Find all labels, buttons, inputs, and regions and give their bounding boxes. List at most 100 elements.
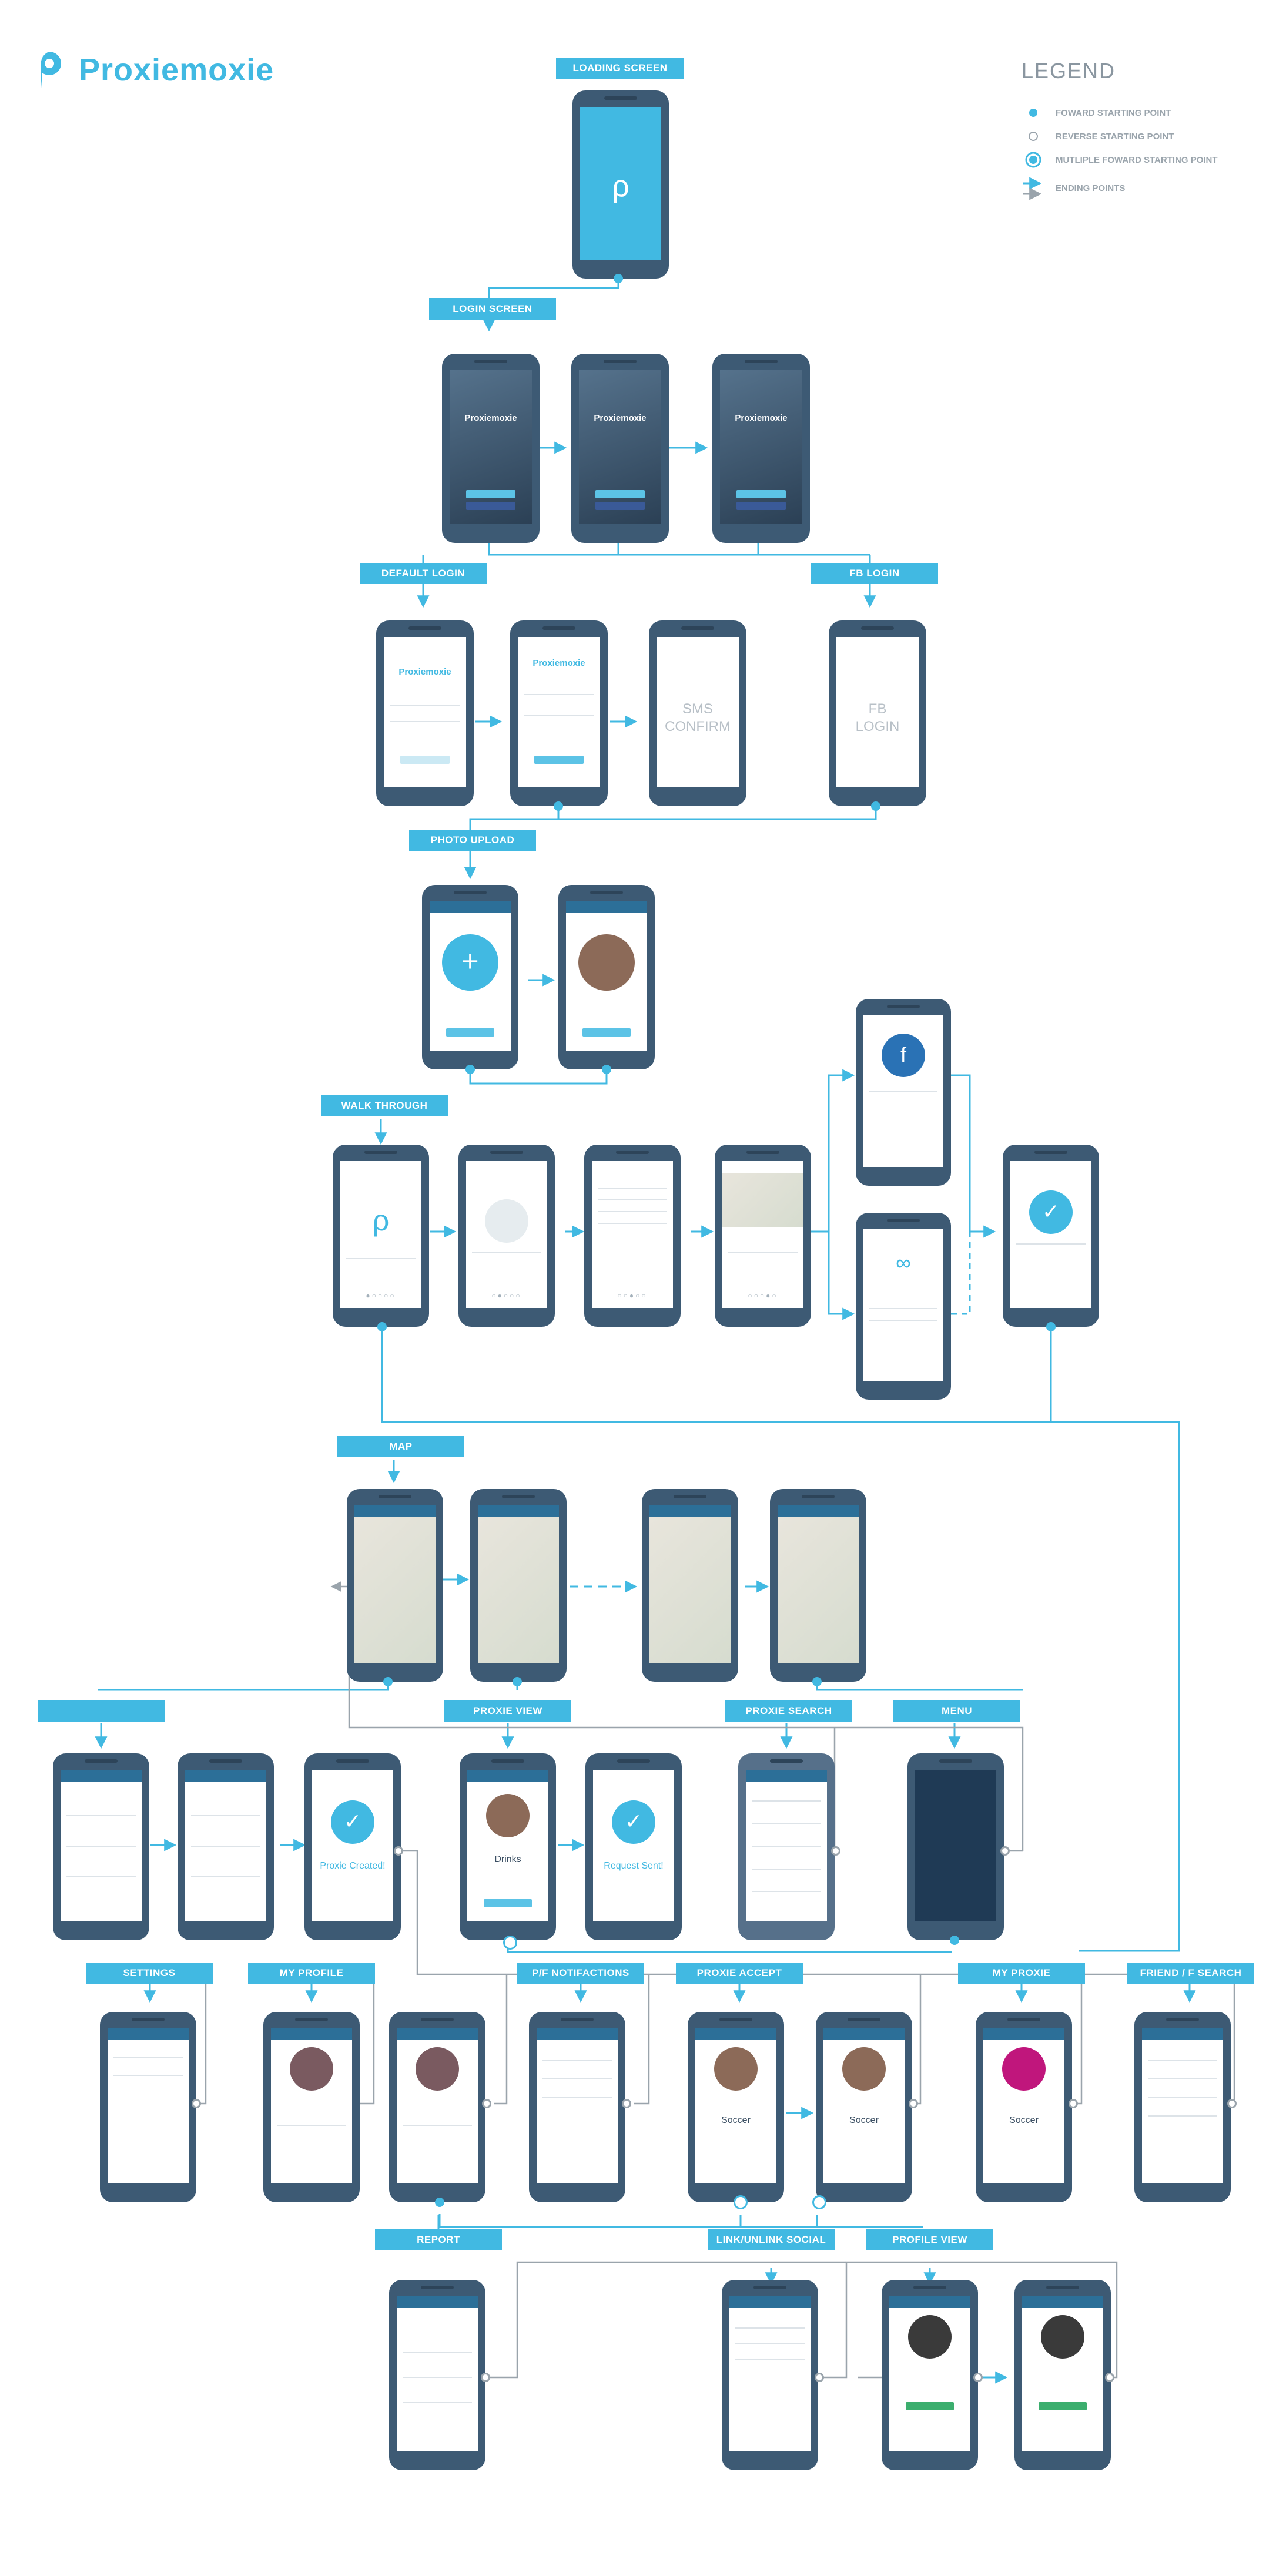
avatar (842, 2047, 886, 2091)
legend: LEGEND FOWARD STARTING POINT REVERSE STA… (1022, 59, 1268, 204)
avatar (486, 1794, 530, 1838)
phone-proxie-accept-2: Soccer (816, 2012, 912, 2202)
phone-default-login-1: Proxiemoxie (376, 620, 474, 806)
forward-start-dot (435, 2198, 444, 2207)
multiple-forward-start-dot (734, 2195, 748, 2209)
proxie-activity: Soccer (721, 2115, 751, 2125)
section-friend-search-label: FRIEND / F SEARCH (1127, 1963, 1254, 1984)
forward-start-dot (383, 1677, 393, 1686)
phone-walk-facebook: f (856, 999, 951, 1186)
legend-item: ENDING POINTS (1022, 172, 1268, 204)
section-photo-upload-label: PHOTO UPLOAD (409, 830, 536, 851)
section-map-label: MAP (337, 1436, 464, 1457)
phone-settings (100, 2012, 196, 2202)
legend-item-label: MUTLIPLE FOWARD STARTING POINT (1056, 155, 1218, 165)
phone-proxie-search (738, 1753, 835, 1940)
app-logo: Proxiemoxie (35, 49, 274, 90)
phone-profile-view-2 (1014, 2280, 1111, 2470)
phone-new-proxie-2 (178, 1753, 274, 1940)
phone-my-proxie: Soccer (976, 2012, 1072, 2202)
phone-proxie-accept-1: Soccer (688, 2012, 784, 2202)
section-pf-notifications-label: P/F NOTIFACTIONS (517, 1963, 644, 1984)
legend-item: FOWARD STARTING POINT (1022, 101, 1268, 125)
legend-title: LEGEND (1022, 59, 1116, 83)
legend-item: REVERSE STARTING POINT (1022, 125, 1268, 148)
legend-item-label: ENDING POINTS (1056, 183, 1126, 193)
phone-map-3 (642, 1489, 738, 1682)
phone-new-proxie-1 (53, 1753, 149, 1940)
legend-item-label: FOWARD STARTING POINT (1056, 108, 1171, 118)
filled-dot-icon (1022, 104, 1045, 122)
request-sent-text: Request Sent! (604, 1860, 664, 1871)
avatar (416, 2047, 459, 2091)
multiple-forward-start-dot (503, 1936, 517, 1950)
forward-start-dot (377, 1322, 387, 1331)
section-link-unlink-label: LINK/UNLINK SOCIAL (708, 2229, 835, 2250)
check-icon: ✓ (1029, 1190, 1073, 1234)
phone-walk-1: ρ●○○○○ (333, 1145, 429, 1327)
section-loading-label: LOADING SCREEN (556, 58, 684, 79)
forward-start-dot (871, 801, 880, 811)
link-icon: ∞ (896, 1250, 911, 1274)
phone-map-2 (470, 1489, 567, 1682)
phone-profile-view-1 (882, 2280, 978, 2470)
section-proxie-accept-label: PROXIE ACCEPT (676, 1963, 803, 1984)
map-pin-icon (1002, 2047, 1046, 2091)
reverse-start-dot (481, 2373, 490, 2382)
section-proxie-search-label: PROXIE SEARCH (725, 1700, 852, 1722)
phone-map-4 (770, 1489, 866, 1682)
forward-start-dot (812, 1677, 822, 1686)
fb-login-text: FB LOGIN (855, 700, 900, 734)
reverse-start-dot (192, 2099, 201, 2108)
phone-photo-upload-1: + (422, 885, 518, 1069)
app-name: Proxiemoxie (79, 52, 274, 88)
section-walk-through-label: WALK THROUGH (321, 1095, 448, 1116)
phone-default-login-2: Proxiemoxie (510, 620, 608, 806)
section-my-proxie-label: MY PROXIE (958, 1963, 1085, 1984)
brand-text: Proxiemoxie (594, 413, 647, 424)
reverse-start-dot (1105, 2373, 1114, 2382)
forward-start-dot (1046, 1322, 1056, 1331)
phone-sms-confirm: SMS CONFIRM (649, 620, 746, 806)
proxie-created-text: Proxie Created! (320, 1860, 386, 1871)
phone-walk-3: ○○●○○ (584, 1145, 681, 1327)
section-default-login-label: DEFAULT LOGIN (360, 563, 487, 584)
phone-my-profile-2 (389, 2012, 485, 2202)
forward-start-dot (602, 1065, 611, 1074)
avatar (908, 2315, 952, 2359)
legend-item-label: REVERSE STARTING POINT (1056, 131, 1174, 142)
phone-fb-login: FB LOGIN (829, 620, 926, 806)
forward-start-dot (554, 801, 563, 811)
brand-text: Proxiemoxie (464, 413, 517, 424)
brand-text: Proxiemoxie (533, 658, 585, 668)
check-icon: ✓ (331, 1800, 374, 1844)
phone-photo-upload-2 (558, 885, 655, 1069)
phone-proxie-created: ✓ Proxie Created! (304, 1753, 401, 1940)
reverse-start-dot (1000, 1846, 1010, 1856)
section-proxie-view-label: PROXIE VIEW (444, 1700, 571, 1722)
proxie-activity: Drinks (494, 1854, 521, 1865)
logo-pin-icon: ρ (372, 1204, 390, 1237)
arrow-icon (1022, 177, 1045, 200)
add-photo-icon: + (442, 934, 498, 991)
reverse-start-dot (909, 2099, 918, 2108)
forward-start-dot (950, 1936, 959, 1945)
map-pin-icon (485, 1199, 528, 1243)
phone-friend-search (1134, 2012, 1231, 2202)
forward-start-dot (513, 1677, 522, 1686)
reverse-start-dot (815, 2373, 824, 2382)
phone-link-social (722, 2280, 818, 2470)
section-my-profile-label: MY PROFILE (248, 1963, 375, 1984)
logo-pin-icon: ρ (612, 169, 629, 203)
logo-pin-icon (35, 49, 63, 90)
phone-loading: ρ (572, 90, 669, 279)
section-settings-label: SETTINGS (86, 1963, 213, 1984)
section-profile-view-label: PROFILE VIEW (866, 2229, 993, 2250)
reverse-start-dot (394, 1846, 403, 1856)
multiple-forward-start-dot (812, 2195, 826, 2209)
phone-walk-link: ∞ (856, 1213, 951, 1400)
section-report-label: REPORT (375, 2229, 502, 2250)
forward-start-dot (465, 1065, 475, 1074)
avatar (714, 2047, 758, 2091)
